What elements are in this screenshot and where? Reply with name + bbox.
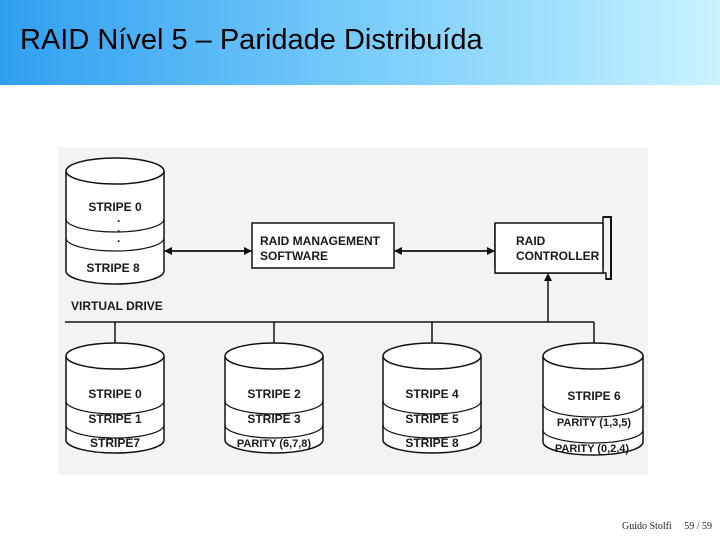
virtual-drive-ellipsis: · <box>117 234 121 248</box>
virtual-drive-label: VIRTUAL DRIVE <box>71 299 163 313</box>
raid-controller-label-line2: CONTROLLER <box>516 249 600 263</box>
disk-2-cylinder: STRIPE 2 STRIPE 3 PARITY (6,7,8) <box>224 342 324 454</box>
virtual-drive-body <box>65 171 165 285</box>
title-bar: RAID Nível 5 – Paridade Distribuída <box>0 0 720 85</box>
slide-footer: Guido Stolfi 59 / 59 <box>612 521 712 532</box>
disk-2-row-2: STRIPE 3 <box>247 412 301 426</box>
disk-1-cylinder: STRIPE 0 STRIPE 1 STRIPE7 <box>65 342 165 454</box>
disk-3-cylinder: STRIPE 4 STRIPE 5 STRIPE 8 <box>382 342 482 454</box>
raid-management-label-line2: SOFTWARE <box>260 249 328 263</box>
raid-management-label-line1: RAID MANAGEMENT <box>260 234 381 248</box>
disk-2-row-1: STRIPE 2 <box>247 387 301 401</box>
raid-controller-label-line1: RAID <box>516 234 546 248</box>
disk-4-row-1: STRIPE 6 <box>567 389 621 403</box>
virtual-drive-ellipsis: · <box>117 224 121 238</box>
disk-1-row-1: STRIPE 0 <box>88 387 142 401</box>
virtual-drive-cylinder: STRIPE 0 · · · STRIPE 8 <box>65 157 165 285</box>
disk-3-row-1: STRIPE 4 <box>405 387 459 401</box>
footer-page-number: 59 / 59 <box>684 521 712 532</box>
raid-controller-card: RAID CONTROLLER <box>494 216 612 280</box>
raid-management-software-box: RAID MANAGEMENT SOFTWARE <box>251 222 395 269</box>
virtual-drive-top <box>65 157 165 185</box>
disk-1-row-2: STRIPE 1 <box>88 412 142 426</box>
disk-2-row-3: PARITY (6,7,8) <box>237 438 312 450</box>
disk-4-row-3: PARITY (0,2,4) <box>555 443 630 455</box>
disk-1-row-3: STRIPE7 <box>90 436 140 450</box>
virtual-drive-stripe-first: STRIPE 0 <box>88 200 142 214</box>
disk-3-row-2: STRIPE 5 <box>405 412 459 426</box>
disk-4-row-2: PARITY (1,3,5) <box>557 417 632 429</box>
disk-3-row-3: STRIPE 8 <box>405 436 459 450</box>
disk-4-cylinder: STRIPE 6 PARITY (1,3,5) PARITY (0,2,4) <box>542 342 644 456</box>
virtual-drive-divider <box>65 237 165 252</box>
raid5-diagram: STRIPE 0 · · · STRIPE 8 VIRTUAL DRIVE RA… <box>58 147 648 475</box>
footer-author: Guido Stolfi <box>621 521 672 532</box>
diagram-canvas: STRIPE 0 · · · STRIPE 8 VIRTUAL DRIVE RA… <box>65 157 644 456</box>
virtual-drive-ellipsis: · <box>117 214 121 228</box>
virtual-drive-stripe-last: STRIPE 8 <box>86 261 140 275</box>
virtual-drive-divider <box>65 218 165 233</box>
slide-title: RAID Nível 5 – Paridade Distribuída <box>20 24 483 56</box>
